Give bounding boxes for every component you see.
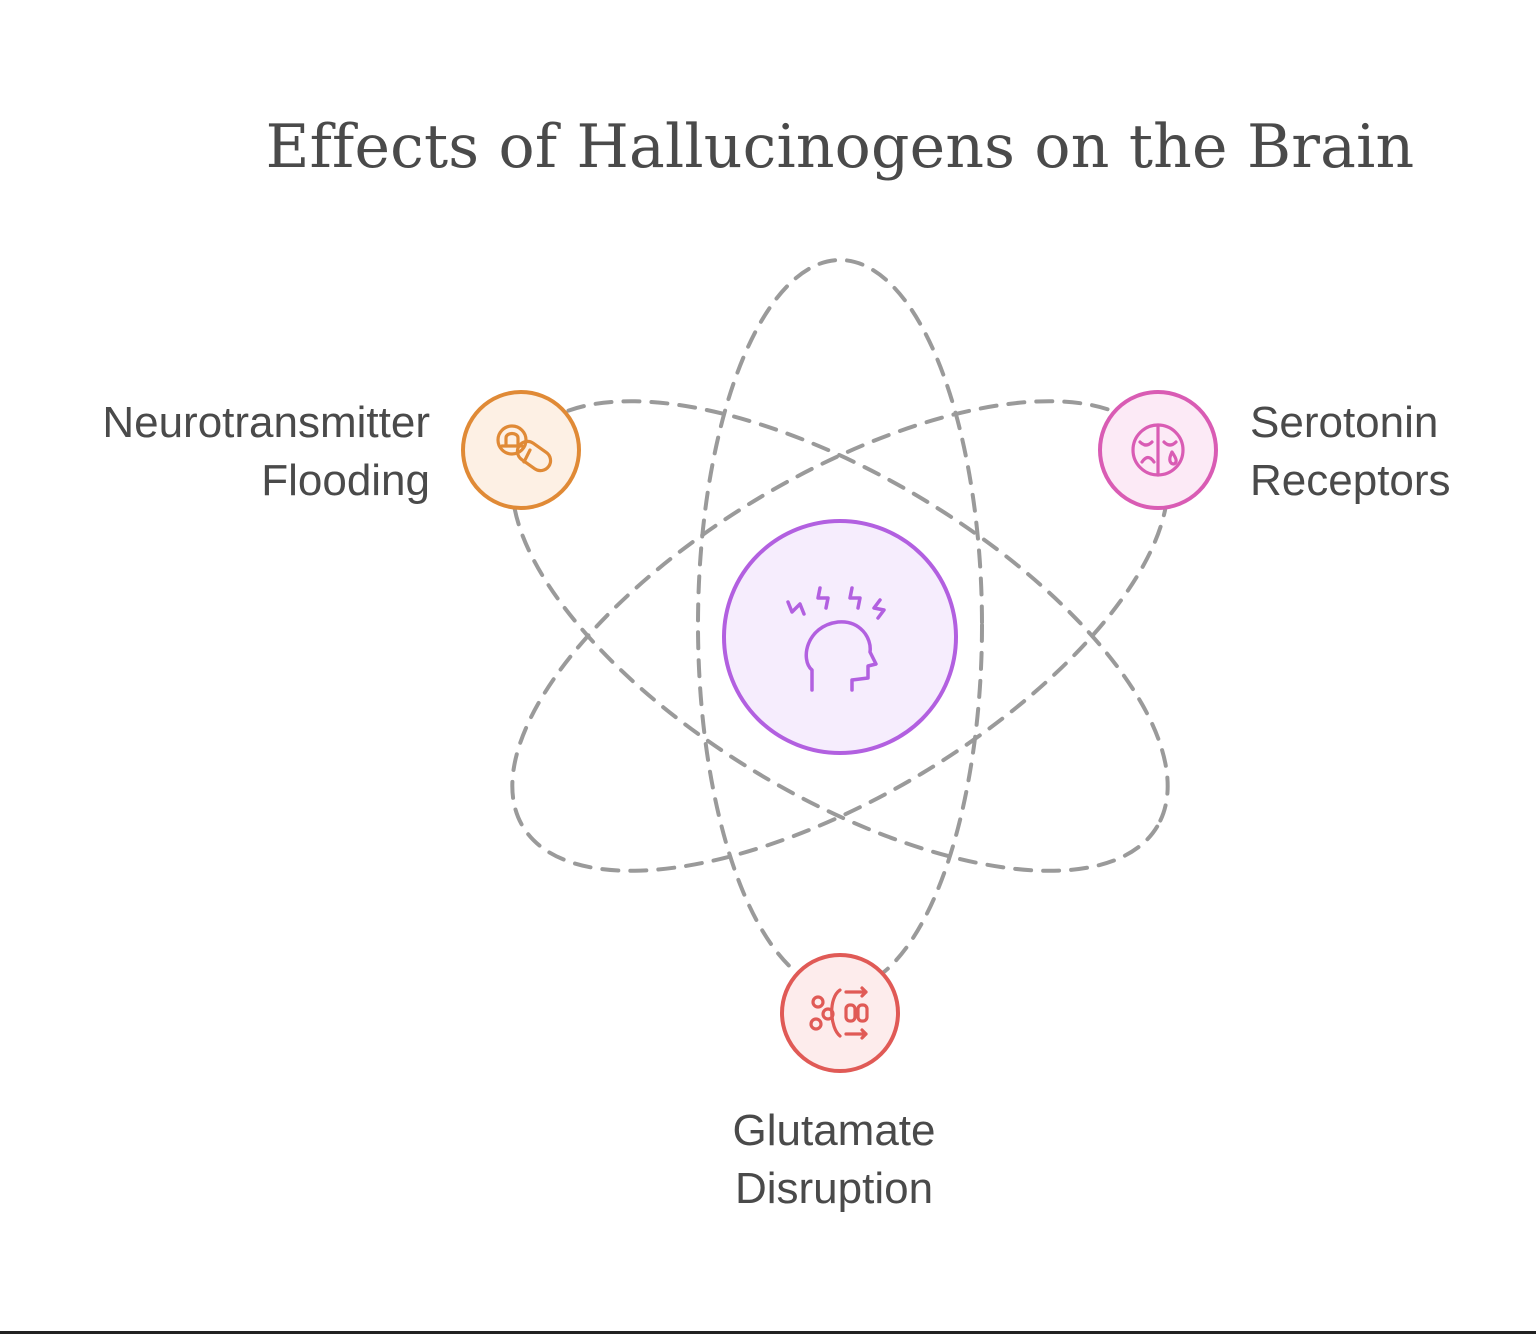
label-glutamate-disruption: Glutamate Disruption <box>0 1102 1536 1218</box>
label-line: Disruption <box>734 1164 934 1213</box>
orbit-vertical <box>696 258 984 992</box>
node-serotonin <box>1098 390 1218 510</box>
face-mood-icon <box>1131 423 1185 477</box>
label-neurotransmitter-flooding: Neurotransmitter Flooding <box>102 394 430 510</box>
label-line: Serotonin <box>1250 398 1439 447</box>
bottom-rule <box>0 1331 1536 1334</box>
diagram-title: Effects of Hallucinogens on the Brain <box>265 112 1415 182</box>
head-lightning-icon <box>786 586 886 692</box>
cell-flow-icon <box>809 986 869 1040</box>
node-neurotransmitter <box>461 390 581 510</box>
orbit-left-tilt <box>510 399 1170 873</box>
label-line: Flooding <box>261 456 430 505</box>
pills-icon <box>496 424 553 473</box>
label-line: Glutamate <box>732 1106 936 1155</box>
center-node <box>722 519 958 755</box>
label-serotonin-receptors: Serotonin Receptors <box>1250 394 1451 510</box>
label-line: Neurotransmitter <box>102 398 430 447</box>
node-glutamate <box>780 953 900 1073</box>
label-line: Receptors <box>1250 456 1451 505</box>
